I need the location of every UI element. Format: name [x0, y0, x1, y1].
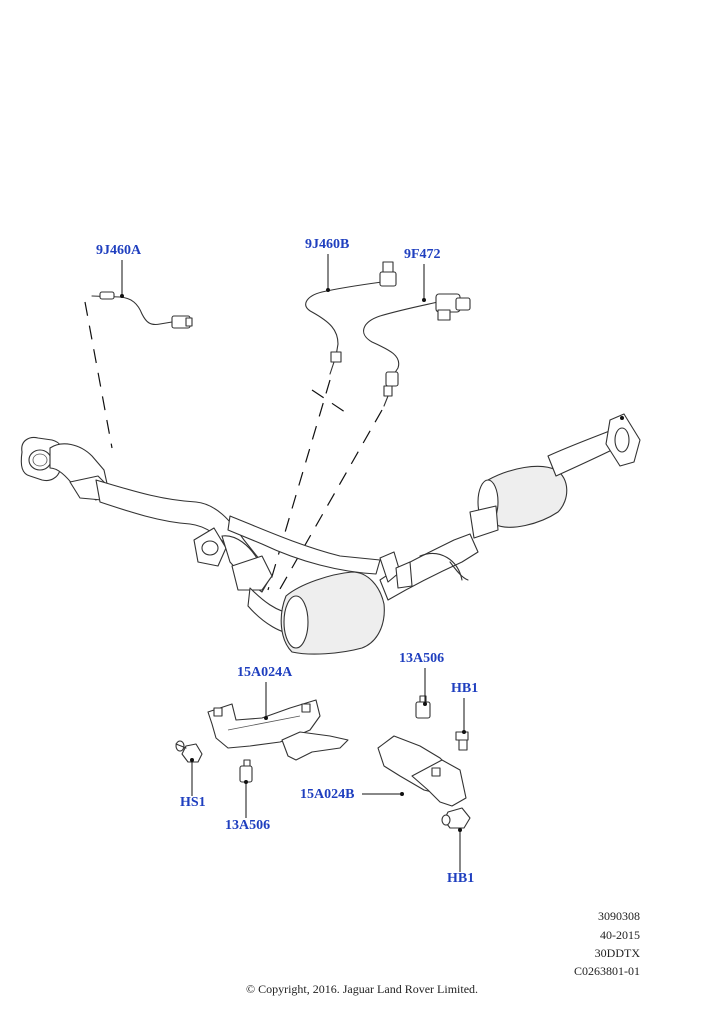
ref-code-1: 3090308	[598, 909, 640, 923]
clip-13a506-left-drawing	[239, 759, 253, 783]
bolt-hb1-top-drawing	[455, 731, 469, 751]
callout-9f472[interactable]: 9F472	[404, 247, 441, 262]
callout-9j460a[interactable]: 9J460A	[96, 243, 142, 258]
sensor-9j460b-drawing	[305, 261, 397, 375]
callout-15a024a[interactable]: 15A024A	[237, 665, 293, 680]
callout-13a506-right[interactable]: 13A506	[399, 651, 445, 666]
install-line-2	[311, 389, 349, 415]
bolt-hb1-bottom-drawing	[441, 807, 471, 829]
exhaust-system-drawing	[20, 413, 641, 655]
ref-code-3: 30DDTX	[594, 946, 640, 960]
callout-9j460b[interactable]: 9J460B	[305, 237, 350, 252]
callout-hs1[interactable]: HS1	[180, 795, 206, 810]
install-line-4	[275, 409, 383, 597]
bolt-hs1-drawing	[175, 740, 203, 763]
callout-15a024b[interactable]: 15A024B	[300, 787, 355, 802]
callout-hb1-top[interactable]: HB1	[451, 681, 479, 696]
clip-13a506-right-drawing	[415, 695, 431, 719]
callout-hb1-bottom[interactable]: HB1	[447, 871, 475, 886]
bracket-15a024b-drawing	[377, 735, 467, 807]
ref-code-2: 40-2015	[600, 928, 640, 942]
sensor-9j460a-drawing	[91, 291, 193, 329]
install-line-3	[267, 379, 331, 591]
callout-13a506-left[interactable]: 13A506	[225, 818, 271, 833]
install-line-1	[84, 301, 113, 449]
sensor-9f472-drawing	[363, 293, 471, 407]
bracket-15a024a-drawing	[207, 699, 349, 761]
copyright-notice: © Copyright, 2016. Jaguar Land Rover Lim…	[245, 982, 479, 996]
ref-code-4: C0263801-01	[574, 964, 640, 978]
